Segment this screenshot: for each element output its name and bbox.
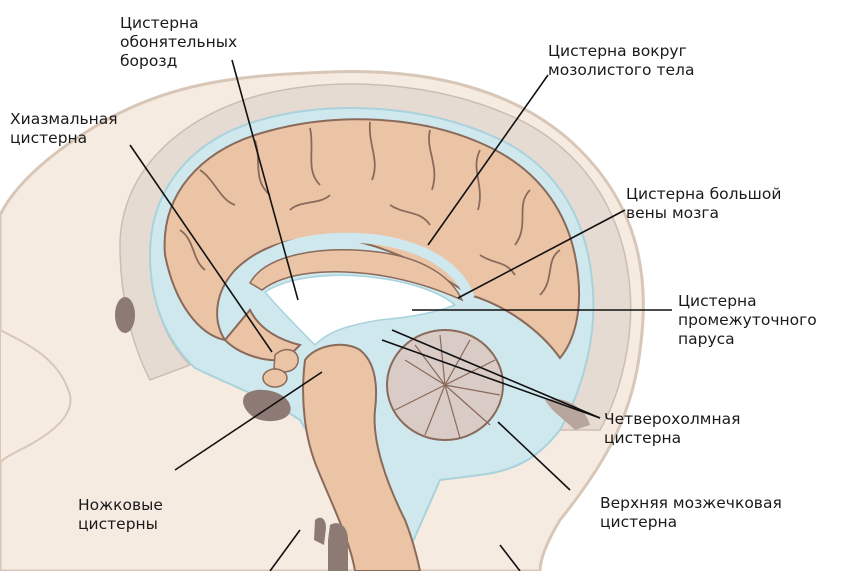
label-line: Четверохолмная: [604, 410, 740, 429]
label-superior-cerebellar-cistern: Верхняя мозжечковая цистерна: [600, 494, 782, 532]
label-line: Верхняя мозжечковая: [600, 494, 782, 513]
label-line: цистерны: [78, 515, 163, 534]
label-line: цистерна: [10, 129, 118, 148]
label-line: Цистерна: [120, 14, 237, 33]
label-line: Цистерна вокруг: [548, 42, 694, 61]
label-line: цистерна: [600, 513, 782, 532]
label-line: промежуточного: [678, 311, 817, 330]
label-line: вены мозга: [626, 204, 781, 223]
label-line: Ножковые: [78, 496, 163, 515]
label-line: паруса: [678, 330, 817, 349]
sinus-patch: [115, 297, 135, 333]
vertebra-patch-1: [328, 523, 348, 571]
label-chiasmatic-cistern: Хиазмальная цистерна: [10, 110, 118, 148]
label-olfactory-cistern: Цистерна обонятельных борозд: [120, 14, 237, 71]
label-quadrigeminal-cistern: Четверохолмная цистерна: [604, 410, 740, 448]
label-line: цистерна: [604, 429, 740, 448]
label-line: Хиазмальная: [10, 110, 118, 129]
label-velum-interpositum-cistern: Цистерна промежуточного паруса: [678, 292, 817, 349]
label-peduncular-cisterns: Ножковые цистерны: [78, 496, 163, 534]
label-line: мозолистого тела: [548, 61, 694, 80]
label-line: обонятельных: [120, 33, 237, 52]
label-callosal-cistern: Цистерна вокруг мозолистого тела: [548, 42, 694, 80]
label-great-vein-cistern: Цистерна большой вены мозга: [626, 185, 781, 223]
pituitary: [263, 369, 287, 387]
label-line: борозд: [120, 52, 237, 71]
label-line: Цистерна: [678, 292, 817, 311]
label-line: Цистерна большой: [626, 185, 781, 204]
vertebra-patch-2: [314, 518, 326, 545]
